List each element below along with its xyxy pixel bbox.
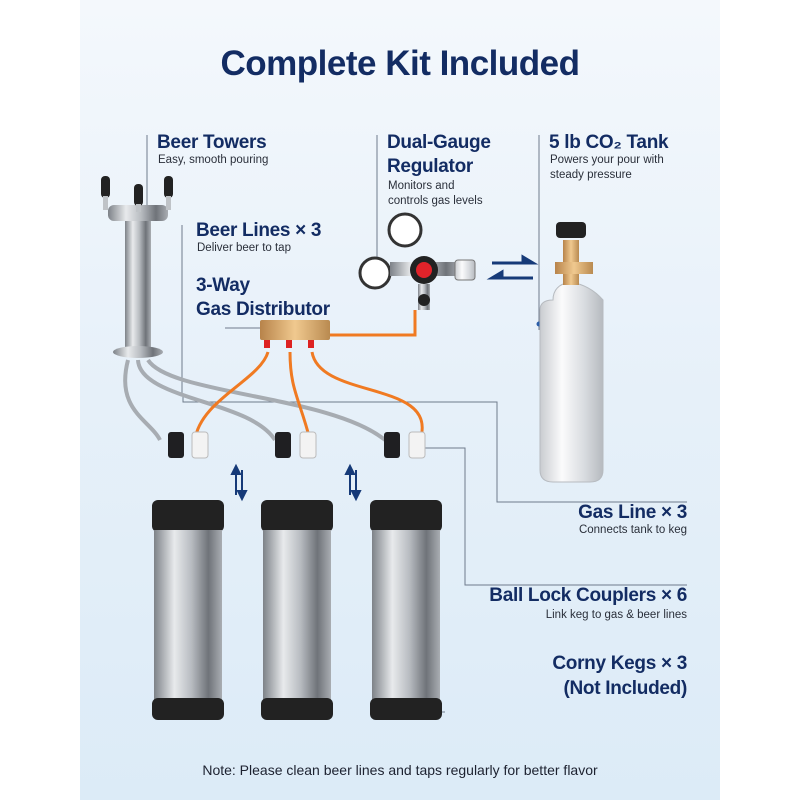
- tank-desc-2: steady pressure: [550, 169, 632, 181]
- beer-towers-desc: Easy, smooth pouring: [158, 154, 269, 166]
- distributor-title-2: Gas Distributor: [196, 299, 330, 320]
- gas-lines: [193, 310, 424, 441]
- care-note: Note: Please clean beer lines and taps r…: [202, 762, 598, 778]
- regulator-desc-1: Monitors and: [388, 180, 455, 192]
- beer-towers-title: Beer Towers: [157, 132, 267, 153]
- regulator-desc-2: controls gas levels: [388, 195, 483, 207]
- beer-lines: [123, 358, 387, 442]
- tank-desc-1: Powers your pour with: [550, 154, 664, 166]
- beer-lines-title: Beer Lines × 3: [196, 220, 322, 241]
- gas-line-desc: Connects tank to keg: [578, 524, 687, 536]
- tank-title: 5 lb CO₂ Tank: [549, 132, 669, 153]
- leader-lines: [146, 135, 687, 713]
- regulator-title-1: Dual-Gauge: [387, 132, 491, 153]
- regulator-title-2: Regulator: [387, 156, 473, 177]
- beer-tower-illustration: [101, 176, 173, 358]
- exchange-arrows-icon: [486, 254, 539, 280]
- kegs-title-2: (Not Included): [563, 678, 687, 699]
- gas-line-title: Gas Line × 3: [578, 502, 687, 523]
- connect-arrows-icon: [230, 463, 362, 502]
- corny-kegs-illustration: [152, 500, 442, 720]
- couplers-desc: Link keg to gas & beer lines: [545, 609, 687, 621]
- ball-lock-couplers-illustration: [168, 431, 426, 459]
- kegs-title-1: Corny Kegs × 3: [552, 653, 687, 674]
- couplers-title: Ball Lock Couplers × 6: [489, 585, 687, 606]
- regulator-illustration: [358, 212, 476, 310]
- page-title: Complete Kit Included: [220, 44, 580, 83]
- distributor-title-1: 3-Way: [196, 275, 250, 296]
- beer-lines-desc: Deliver beer to tap: [197, 242, 291, 254]
- co2-tank-illustration: [539, 222, 604, 483]
- gas-distributor-illustration: [260, 320, 330, 348]
